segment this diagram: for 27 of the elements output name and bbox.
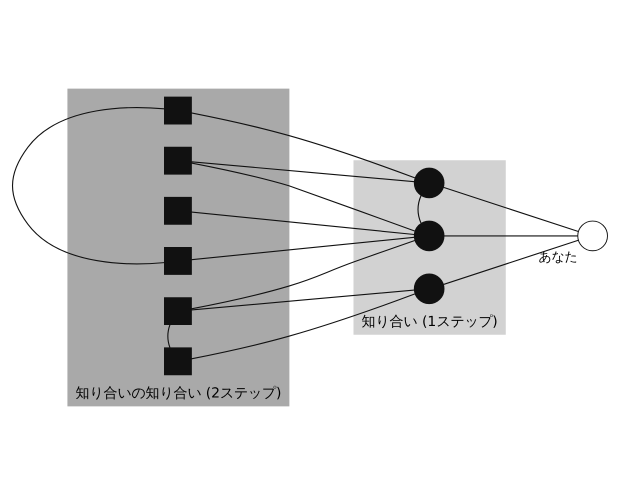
- node-box: [164, 196, 192, 225]
- connector: [443, 186, 579, 232]
- node-box: [164, 297, 192, 326]
- connector: [191, 112, 416, 178]
- node-circle: [414, 274, 444, 304]
- node-circle: [414, 220, 444, 252]
- connector: [192, 236, 414, 260]
- connector: [191, 240, 415, 310]
- cluster: 知り合い (1ステップ): [353, 160, 506, 335]
- cluster: 知り合いの知り合い (2ステップ): [67, 88, 290, 406]
- connector: [12, 107, 164, 264]
- connector: [444, 235, 578, 236]
- node-box: [164, 146, 192, 175]
- node-box: [164, 96, 192, 124]
- node-circle: [414, 168, 444, 198]
- connector: [167, 324, 170, 348]
- connector: [191, 293, 416, 360]
- node-box: [164, 347, 192, 376]
- node-box: [164, 247, 192, 275]
- node-label: あなた: [538, 250, 578, 266]
- connector: [192, 161, 414, 182]
- connector: [443, 240, 579, 285]
- connector: [191, 162, 416, 232]
- connector: [417, 195, 422, 224]
- connector: [192, 290, 414, 311]
- connector: [192, 212, 414, 236]
- node-circle: [577, 220, 608, 252]
